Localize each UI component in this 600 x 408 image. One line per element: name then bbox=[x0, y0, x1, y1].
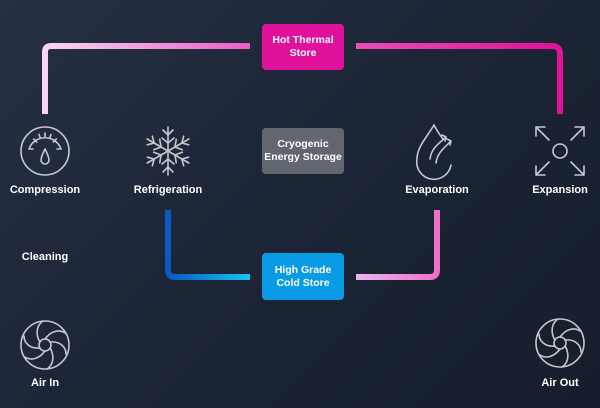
air-out-label: Air Out bbox=[541, 377, 579, 389]
connector-refrigeration-cold-store bbox=[165, 210, 250, 280]
expand-arrows-icon bbox=[535, 126, 585, 176]
compression-label: Compression bbox=[9, 184, 81, 196]
connector-hot-store-expansion bbox=[356, 43, 563, 114]
air-in-label: Air In bbox=[30, 377, 60, 389]
hot-store-line1: Hot Thermal bbox=[272, 34, 334, 46]
hot-store-line2: Store bbox=[289, 47, 317, 59]
cryogenic-energy-storage[interactable]: Cryogenic Energy Storage bbox=[262, 128, 344, 174]
drop-with-arrows-icon bbox=[415, 124, 452, 181]
cold-store-line2: Cold Store bbox=[276, 276, 330, 289]
connector-compression-hot-store bbox=[42, 43, 250, 114]
cryo-store-line2: Energy Storage bbox=[264, 151, 342, 163]
high-grade-cold-store[interactable]: High Grade Cold Store bbox=[262, 253, 344, 300]
evaporation-label: Evaporation bbox=[405, 184, 469, 196]
refrigeration-label: Refrigeration bbox=[133, 184, 203, 196]
gauge-icon bbox=[20, 126, 70, 176]
snowflake-icon bbox=[143, 126, 193, 176]
fan-icon bbox=[20, 320, 70, 370]
cryo-store-line1: Cryogenic bbox=[277, 138, 329, 150]
hot-thermal-store[interactable]: Hot Thermal Store bbox=[262, 24, 344, 70]
connector-cold-store-evaporation bbox=[356, 210, 440, 280]
expansion-label: Expansion bbox=[532, 184, 588, 196]
cold-store-line1: High Grade bbox=[274, 263, 332, 276]
cleaning-label: Cleaning bbox=[21, 251, 69, 263]
fan-icon bbox=[535, 318, 585, 368]
